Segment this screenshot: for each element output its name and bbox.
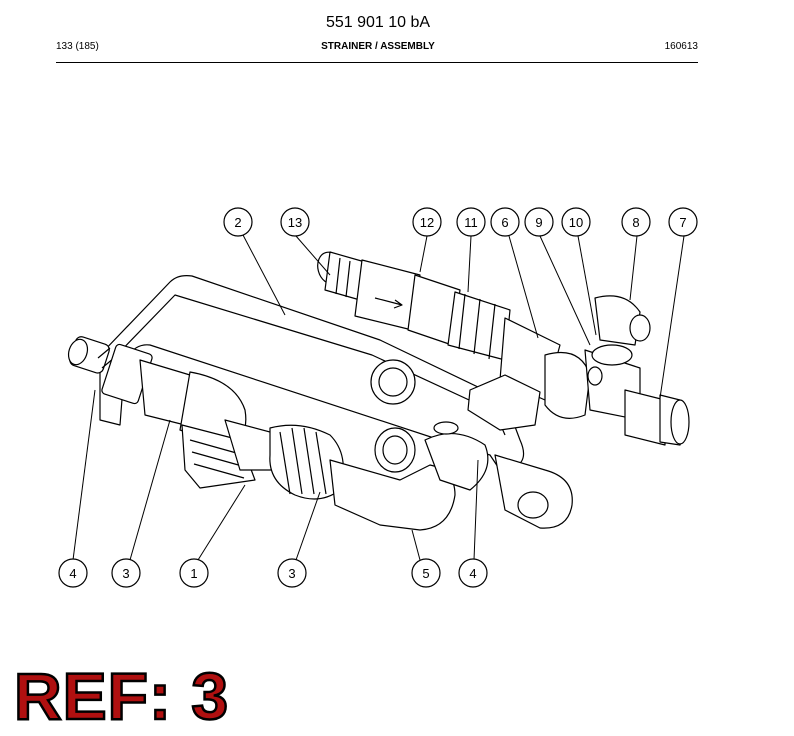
callout-4-left: 4 <box>58 558 88 588</box>
callout-12: 12 <box>412 207 442 237</box>
svg-text:5: 5 <box>422 566 429 581</box>
callout-4-right: 4 <box>458 558 488 588</box>
callout-10: 10 <box>561 207 591 237</box>
header-divider <box>56 62 698 63</box>
svg-text:11: 11 <box>464 215 478 230</box>
callout-balloons: 2 13 12 11 6 9 10 8 <box>58 207 698 588</box>
date-code: 160613 <box>664 41 698 52</box>
svg-text:8: 8 <box>632 215 639 230</box>
page-reference: 133 (185) <box>56 41 99 52</box>
callout-13: 13 <box>280 207 310 237</box>
svg-text:4: 4 <box>69 566 76 581</box>
svg-text:9: 9 <box>535 215 542 230</box>
strainer-body <box>139 359 306 489</box>
svg-text:6: 6 <box>501 215 508 230</box>
callout-9: 9 <box>524 207 554 237</box>
callout-7: 7 <box>668 207 698 237</box>
svg-text:3: 3 <box>288 566 295 581</box>
svg-text:2: 2 <box>234 215 241 230</box>
callout-6: 6 <box>490 207 520 237</box>
callout-8: 8 <box>621 207 651 237</box>
callout-3-left: 3 <box>111 558 141 588</box>
mounting-bracket <box>99 275 573 529</box>
svg-text:4: 4 <box>469 566 476 581</box>
callout-5: 5 <box>411 558 441 588</box>
svg-text:3: 3 <box>122 566 129 581</box>
svg-text:12: 12 <box>420 215 434 230</box>
reference-label: REF: 3 <box>13 659 230 733</box>
tee-fitting <box>544 295 690 446</box>
svg-text:7: 7 <box>679 215 686 230</box>
callout-11: 11 <box>456 207 486 237</box>
document-number: 551 901 10 bA <box>325 14 431 31</box>
callout-2: 2 <box>223 207 253 237</box>
elbow-fitting <box>269 421 489 531</box>
leader-lines <box>72 234 685 561</box>
callout-1: 1 <box>179 558 209 588</box>
svg-text:10: 10 <box>569 215 583 230</box>
page-title: STRAINER / ASSEMBLY <box>321 41 435 52</box>
svg-text:13: 13 <box>288 215 302 230</box>
svg-text:1: 1 <box>190 566 197 581</box>
callout-3-right: 3 <box>277 558 307 588</box>
